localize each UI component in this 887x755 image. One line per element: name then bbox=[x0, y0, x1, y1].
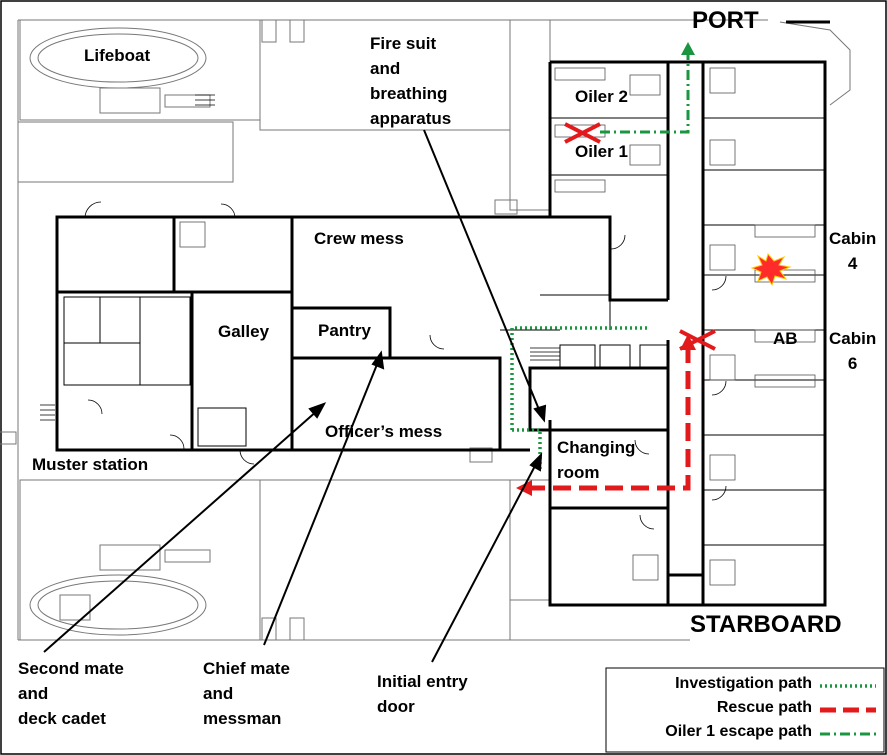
callout-chief-mate: Chief mate and messman bbox=[203, 659, 290, 728]
lifeboat-top bbox=[29, 27, 211, 114]
callout-initial-entry: Initial entry door bbox=[377, 672, 468, 716]
room-label-changing-room: Changing room bbox=[557, 438, 636, 482]
legend-label-investigation: Investigation path bbox=[675, 675, 812, 692]
investigation-path bbox=[510, 326, 648, 430]
legend-box bbox=[605, 667, 885, 753]
lifeboat-bottom bbox=[29, 544, 211, 636]
oiler1-escape-arrowhead bbox=[681, 42, 695, 55]
callout-arrows bbox=[43, 129, 547, 663]
oiler1-escape-path bbox=[600, 50, 690, 134]
legend-label-escape: Oiler 1 escape path bbox=[665, 723, 812, 740]
casualty-cross-ab bbox=[679, 329, 716, 351]
room-label-cabin4: Cabin 4 bbox=[829, 229, 877, 273]
room-label-oiler1: Oiler 1 bbox=[575, 142, 628, 161]
room-label-oiler2: Oiler 2 bbox=[575, 87, 628, 106]
cabin-furniture bbox=[179, 67, 816, 586]
room-label-ab: AB bbox=[773, 329, 798, 348]
legend-label-rescue: Rescue path bbox=[716, 699, 812, 716]
callout-second-mate: Second mate and deck cadet bbox=[18, 659, 124, 728]
room-label-crew-mess: Crew mess bbox=[314, 229, 404, 248]
stairs bbox=[40, 94, 560, 421]
legend: Investigation path Rescue path Oiler 1 e… bbox=[606, 668, 812, 752]
port-label: PORT bbox=[692, 7, 759, 34]
rescue-path bbox=[528, 345, 691, 491]
house-walls bbox=[55, 60, 827, 607]
room-label-cabin6: Cabin 6 bbox=[829, 329, 877, 373]
door-swings bbox=[84, 201, 727, 530]
casualty-cross-oiler1 bbox=[564, 122, 601, 144]
deck-fittings bbox=[17, 19, 518, 641]
room-label-pantry: Pantry bbox=[318, 321, 371, 340]
room-label-galley: Galley bbox=[218, 322, 270, 341]
fire-icon bbox=[750, 252, 792, 287]
room-label-officers-mess: Officer’s mess bbox=[325, 422, 443, 441]
callout-fire-suit: Fire suit and breathing apparatus bbox=[370, 34, 452, 128]
room-label-muster-station: Muster station bbox=[32, 455, 149, 474]
room-label-lifeboat: Lifeboat bbox=[84, 46, 151, 65]
starboard-label: STARBOARD bbox=[690, 611, 842, 638]
